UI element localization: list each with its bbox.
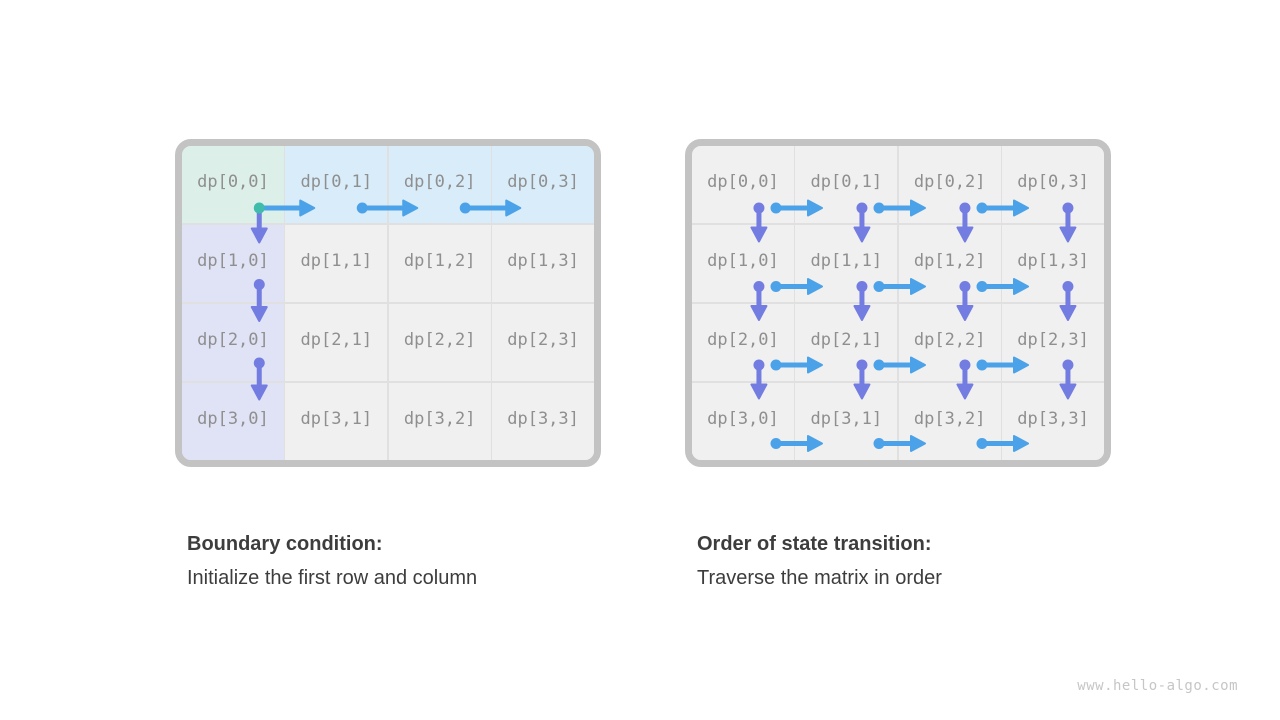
boundary-matrix: dp[0,0]dp[0,1]dp[0,2]dp[0,3]dp[1,0]dp[1,… xyxy=(175,139,601,467)
matrix-cell: dp[2,2] xyxy=(388,303,491,382)
traversal-caption-title: Order of state transition: xyxy=(697,533,932,555)
matrix-cell: dp[3,1] xyxy=(285,382,388,460)
matrix-cell: dp[2,0] xyxy=(182,303,284,382)
watermark: www.hello-algo.com xyxy=(1077,678,1238,694)
matrix-cell: dp[3,1] xyxy=(795,382,898,460)
traversal-matrix: dp[0,0]dp[0,1]dp[0,2]dp[0,3]dp[1,0]dp[1,… xyxy=(685,139,1111,467)
boundary-caption-subtitle: Initialize the first row and column xyxy=(187,567,478,589)
matrix-cell: dp[1,0] xyxy=(182,224,284,303)
boundary-caption-title: Boundary condition: xyxy=(187,533,383,555)
matrix-cell: dp[2,0] xyxy=(692,303,794,382)
matrix-cell: dp[1,2] xyxy=(388,224,491,303)
matrix-cell: dp[2,3] xyxy=(1002,303,1104,382)
matrix-cell: dp[0,1] xyxy=(285,146,388,224)
traversal-matrix-grid: dp[0,0]dp[0,1]dp[0,2]dp[0,3]dp[1,0]dp[1,… xyxy=(692,146,1104,460)
matrix-cell: dp[3,3] xyxy=(492,382,594,460)
boundary-caption: Boundary condition: Initialize the first… xyxy=(187,527,647,595)
matrix-cell: dp[2,3] xyxy=(492,303,594,382)
matrix-cell: dp[0,1] xyxy=(795,146,898,224)
matrix-cell: dp[2,2] xyxy=(898,303,1001,382)
matrix-cell: dp[2,1] xyxy=(795,303,898,382)
matrix-cell: dp[3,0] xyxy=(692,382,794,460)
matrix-cell: dp[3,2] xyxy=(388,382,491,460)
matrix-cell: dp[0,2] xyxy=(898,146,1001,224)
matrix-cell: dp[0,3] xyxy=(1002,146,1104,224)
matrix-cell: dp[2,1] xyxy=(285,303,388,382)
matrix-cell: dp[1,2] xyxy=(898,224,1001,303)
boundary-matrix-grid: dp[0,0]dp[0,1]dp[0,2]dp[0,3]dp[1,0]dp[1,… xyxy=(182,146,594,460)
traversal-caption: Order of state transition: Traverse the … xyxy=(697,527,1157,595)
matrix-cell: dp[1,1] xyxy=(795,224,898,303)
matrix-cell: dp[1,3] xyxy=(492,224,594,303)
matrix-cell: dp[0,0] xyxy=(182,146,284,224)
matrix-cell: dp[1,0] xyxy=(692,224,794,303)
matrix-cell: dp[1,1] xyxy=(285,224,388,303)
matrix-cell: dp[0,0] xyxy=(692,146,794,224)
matrix-cell: dp[3,3] xyxy=(1002,382,1104,460)
matrix-cell: dp[0,3] xyxy=(492,146,594,224)
traversal-caption-subtitle: Traverse the matrix in order xyxy=(697,567,942,589)
matrix-cell: dp[1,3] xyxy=(1002,224,1104,303)
matrix-cell: dp[0,2] xyxy=(388,146,491,224)
matrix-cell: dp[3,0] xyxy=(182,382,284,460)
matrix-cell: dp[3,2] xyxy=(898,382,1001,460)
